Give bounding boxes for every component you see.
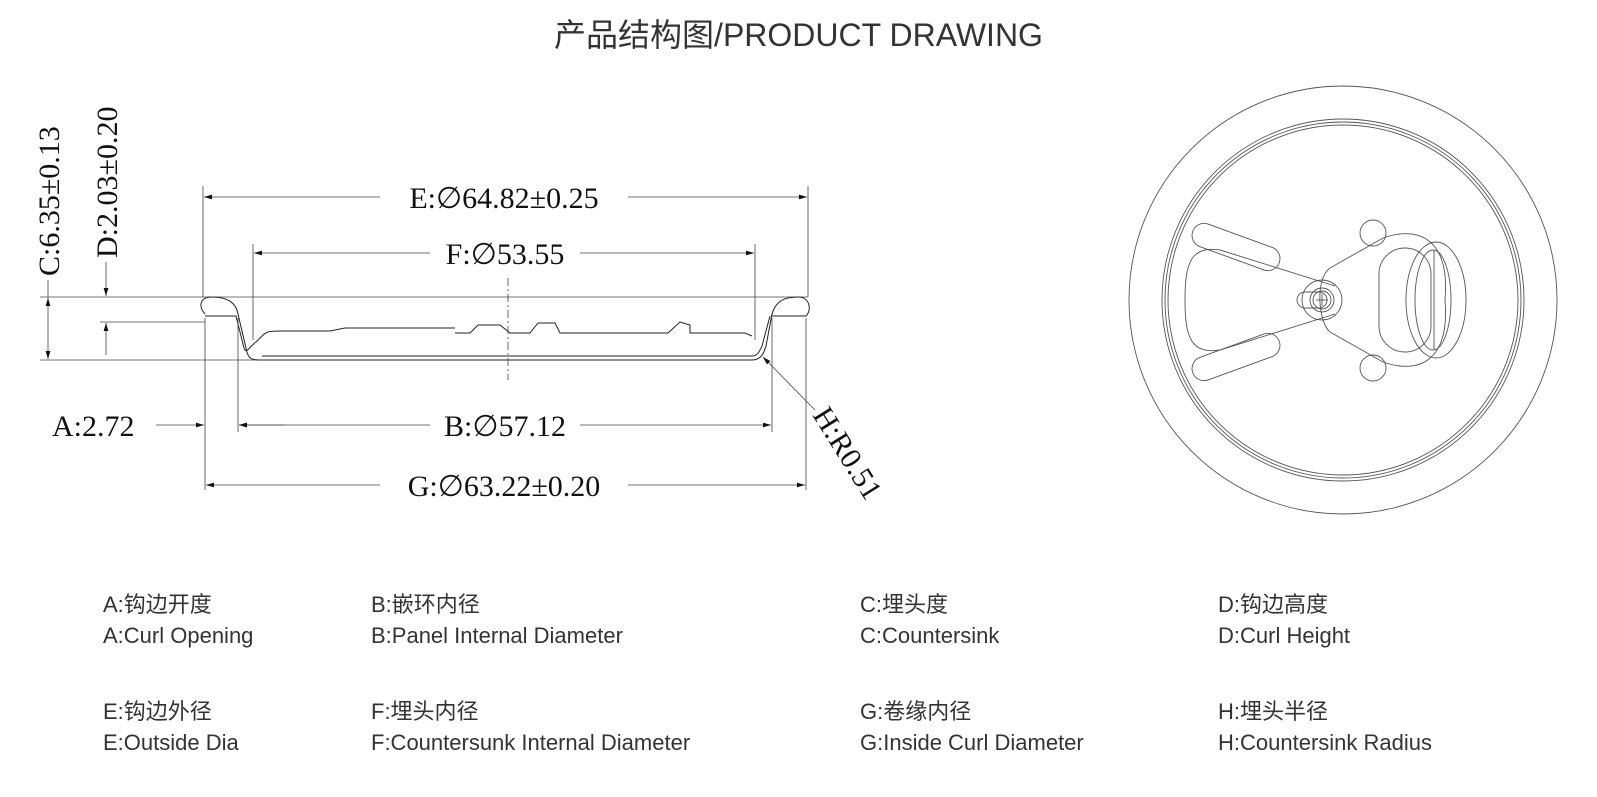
legend-en: H:Countersink Radius <box>1218 730 1432 755</box>
dimension-F: F:∅53.55 <box>254 238 754 271</box>
legend-cn: B:嵌环内径 <box>371 592 480 617</box>
legend-cn: E:钩边外径 <box>103 699 212 724</box>
legend-en: G:Inside Curl Diameter <box>860 730 1084 755</box>
legend-item-E: E:钩边外径 E:Outside Dia <box>103 696 239 758</box>
dimension-C: C:6.35±0.13 <box>33 126 66 359</box>
legend-cn: D:钩边高度 <box>1218 592 1329 617</box>
legend-item-C: C:埋头度 C:Countersink <box>860 589 999 651</box>
legend-cn: F:埋头内径 <box>371 699 479 724</box>
dimension-B: B:∅57.12 <box>239 410 771 443</box>
dimension-D: D:2.03±0.20 <box>91 107 124 355</box>
legend-cn: A:钩边开度 <box>103 592 212 617</box>
legend-cn: C:埋头度 <box>860 592 949 617</box>
legend-item-B: B:嵌环内径 B:Panel Internal Diameter <box>371 589 623 651</box>
dimension-G-label: G:∅63.22±0.20 <box>408 470 601 503</box>
legend-en: F:Countersunk Internal Diameter <box>371 730 691 755</box>
side-section-view <box>40 186 810 490</box>
legend-cn: G:卷缘内径 <box>860 699 972 724</box>
page-title: 产品结构图/PRODUCT DRAWING <box>554 17 1043 53</box>
dimension-B-label: B:∅57.12 <box>444 410 566 443</box>
legend-item-D: D:钩边高度 D:Curl Height <box>1218 589 1350 651</box>
dimension-A: A:2.72 <box>52 410 285 443</box>
legend-cn: H:埋头半径 <box>1218 699 1329 724</box>
legend-en: B:Panel Internal Diameter <box>371 623 623 648</box>
dimension-E-label: E:∅64.82±0.25 <box>409 182 598 215</box>
dimension-F-label: F:∅53.55 <box>446 238 565 271</box>
dimension-H: H:R0.51 <box>762 356 888 506</box>
legend-en: C:Countersink <box>860 623 1000 648</box>
dimension-E: E:∅64.82±0.25 <box>204 182 807 215</box>
dimension-G: G:∅63.22±0.20 <box>206 470 805 503</box>
legend-item-A: A:钩边开度 A:Curl Opening <box>103 589 253 651</box>
legend-en: E:Outside Dia <box>103 730 239 755</box>
legend-en: D:Curl Height <box>1218 623 1351 648</box>
legend-item-G: G:卷缘内径 G:Inside Curl Diameter <box>860 696 1084 758</box>
legend-item-H: H:埋头半径 H:Countersink Radius <box>1218 696 1432 758</box>
dimension-H-label: H:R0.51 <box>806 401 888 505</box>
top-view <box>1128 85 1558 515</box>
legend-item-F: F:埋头内径 F:Countersunk Internal Diameter <box>371 696 690 758</box>
dimension-C-label: C:6.35±0.13 <box>33 126 66 276</box>
dimension-D-label: D:2.03±0.20 <box>91 107 124 258</box>
legend-en: A:Curl Opening <box>103 623 254 648</box>
dimension-A-label: A:2.72 <box>52 410 135 443</box>
